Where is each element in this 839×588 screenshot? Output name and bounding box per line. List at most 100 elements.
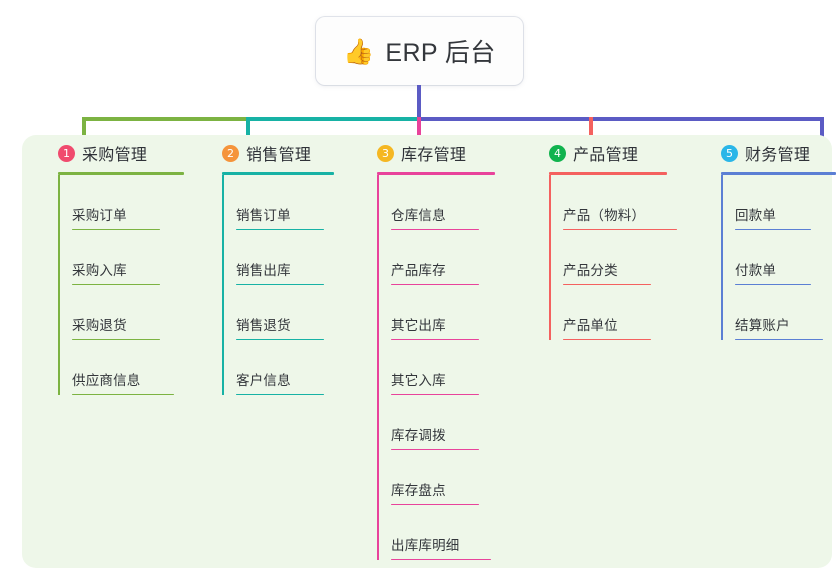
leaf-item[interactable]: 产品分类 xyxy=(549,230,706,285)
leaf-item-underline xyxy=(391,283,479,285)
leaf-item-label: 供应商信息 xyxy=(72,372,141,388)
leaf-item-underline xyxy=(563,228,677,230)
leaf-item-label: 回款单 xyxy=(735,207,777,223)
leaf-item-label: 采购入库 xyxy=(72,262,127,278)
leaf-item-label: 销售出库 xyxy=(236,262,291,278)
root-stem-connector xyxy=(417,85,421,119)
thumbs-up-icon: 👍 xyxy=(343,37,375,66)
leaf-item[interactable]: 采购入库 xyxy=(58,230,200,285)
column-body-5: 回款单付款单结算账户 xyxy=(703,175,839,340)
leaf-item[interactable]: 客户信息 xyxy=(222,340,364,395)
leaf-item-underline xyxy=(735,228,811,230)
leaf-item-underline xyxy=(236,338,324,340)
leaf-item[interactable]: 其它入库 xyxy=(377,340,534,395)
leaf-item-underline xyxy=(391,448,479,450)
leaf-item-underline xyxy=(391,393,479,395)
leaf-item-label: 产品库存 xyxy=(391,262,446,278)
column-underline xyxy=(222,172,334,175)
leaf-item[interactable]: 其它出库 xyxy=(377,285,534,340)
leaf-item-underline xyxy=(391,558,491,560)
leaf-item-underline xyxy=(236,228,324,230)
leaf-item-label: 销售退货 xyxy=(236,317,291,333)
leaf-item-underline xyxy=(72,283,160,285)
column-5: 5 财务管理回款单付款单结算账户 xyxy=(703,135,839,340)
leaf-item-label: 产品单位 xyxy=(563,317,618,333)
column-underline xyxy=(58,172,184,175)
bus-segment-4 xyxy=(424,117,824,121)
bus-segment-2 xyxy=(246,117,417,121)
leaf-item-label: 库存盘点 xyxy=(391,482,446,498)
leaf-item[interactable]: 采购订单 xyxy=(58,175,200,230)
column-badge-icon: 3 xyxy=(377,144,394,162)
column-spine xyxy=(58,175,60,395)
leaf-item[interactable]: 库存调拨 xyxy=(377,395,534,450)
leaf-item[interactable]: 出库库明细 xyxy=(377,505,534,560)
leaf-item[interactable]: 结算账户 xyxy=(721,285,839,340)
leaf-item[interactable]: 产品库存 xyxy=(377,230,534,285)
leaf-item[interactable]: 供应商信息 xyxy=(58,340,200,395)
column-title: 产品管理 xyxy=(573,147,639,164)
leaf-item-label: 销售订单 xyxy=(236,207,291,223)
leaf-item[interactable]: 产品单位 xyxy=(549,285,706,340)
column-badge-icon: 5 xyxy=(721,144,738,162)
leaf-item[interactable]: 采购退货 xyxy=(58,285,200,340)
column-header-4[interactable]: 4 产品管理 xyxy=(531,135,706,171)
leaf-item-label: 付款单 xyxy=(735,262,777,278)
bus-segment-1 xyxy=(82,117,246,121)
leaf-item-label: 其它入库 xyxy=(391,372,446,388)
leaf-item[interactable]: 付款单 xyxy=(721,230,839,285)
column-title: 库存管理 xyxy=(401,147,467,164)
column-title: 财务管理 xyxy=(745,147,811,164)
drop-connector-3 xyxy=(417,117,421,147)
column-header-3[interactable]: 3 库存管理 xyxy=(359,135,534,171)
leaf-item[interactable]: 销售出库 xyxy=(222,230,364,285)
leaf-item[interactable]: 库存盘点 xyxy=(377,450,534,505)
leaf-item[interactable]: 仓库信息 xyxy=(377,175,534,230)
column-underline xyxy=(377,172,495,175)
leaf-item-underline xyxy=(735,283,811,285)
leaf-item-underline xyxy=(391,228,479,230)
column-body-4: 产品（物料） 产品分类产品单位 xyxy=(531,175,706,340)
leaf-item-underline xyxy=(391,338,479,340)
leaf-item[interactable]: 产品（物料） xyxy=(549,175,706,230)
column-title: 销售管理 xyxy=(246,147,312,164)
leaf-item[interactable]: 回款单 xyxy=(721,175,839,230)
root-node[interactable]: 👍 ERP 后台 xyxy=(316,17,523,85)
column-body-2: 销售订单销售出库销售退货客户信息 xyxy=(204,175,364,395)
column-3: 3 库存管理仓库信息产品库存其它出库其它入库库存调拨库存盘点出库库明细 xyxy=(359,135,534,560)
leaf-item[interactable]: 销售订单 xyxy=(222,175,364,230)
leaf-item-underline xyxy=(563,338,651,340)
leaf-item-label: 采购订单 xyxy=(72,207,127,223)
leaf-item-underline xyxy=(72,393,174,395)
leaf-item-label: 出库库明细 xyxy=(391,537,460,553)
column-spine xyxy=(377,175,379,560)
leaf-item-label: 结算账户 xyxy=(735,317,790,333)
column-spine xyxy=(222,175,224,395)
column-spine xyxy=(549,175,551,340)
column-body-3: 仓库信息产品库存其它出库其它入库库存调拨库存盘点出库库明细 xyxy=(359,175,534,560)
column-4: 4 产品管理产品（物料） 产品分类产品单位 xyxy=(531,135,706,340)
column-underline xyxy=(549,172,667,175)
column-header-5[interactable]: 5 财务管理 xyxy=(703,135,839,171)
drop-connector-4 xyxy=(589,117,593,147)
column-body-1: 采购订单采购入库采购退货供应商信息 xyxy=(40,175,200,395)
leaf-item-underline xyxy=(735,338,823,340)
leaf-item-label: 仓库信息 xyxy=(391,207,446,223)
bus-segment-3 xyxy=(417,117,426,121)
leaf-item-label: 产品（物料） xyxy=(563,207,646,223)
leaf-item-label: 库存调拨 xyxy=(391,427,446,443)
leaf-item-underline xyxy=(236,393,324,395)
diagram-panel xyxy=(22,135,832,568)
leaf-item-label: 其它出库 xyxy=(391,317,446,333)
root-node-content: 👍 ERP 后台 xyxy=(343,33,495,69)
drop-connector-5 xyxy=(820,117,824,147)
leaf-item[interactable]: 销售退货 xyxy=(222,285,364,340)
leaf-item-underline xyxy=(72,338,160,340)
column-badge-icon: 4 xyxy=(549,144,566,162)
leaf-item-label: 客户信息 xyxy=(236,372,291,388)
